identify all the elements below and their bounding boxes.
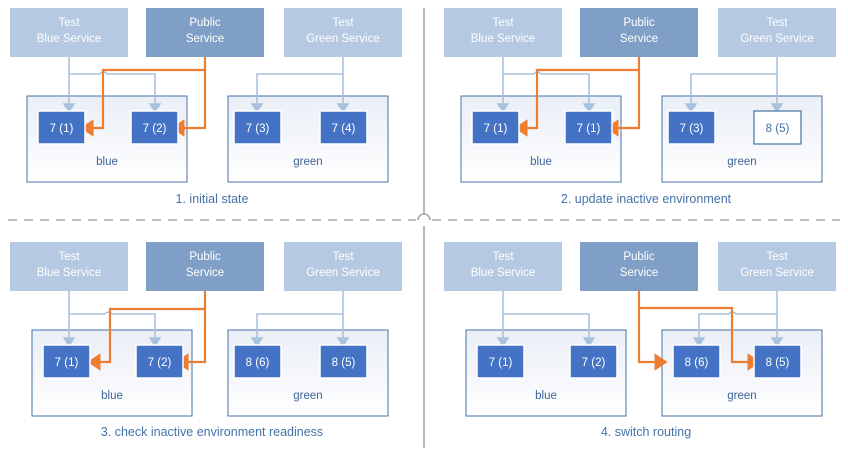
panel-caption: 4. switch routing <box>601 425 691 439</box>
route-test-green <box>692 291 784 347</box>
service-label-line2: Blue Service <box>37 33 102 45</box>
service-label-line2: Service <box>186 267 224 279</box>
version-instance: 8 (5) <box>319 344 368 379</box>
service-label-line1: Test <box>332 251 354 263</box>
route-public-traffic <box>87 291 207 371</box>
version-label: 7 (1) <box>484 123 508 135</box>
version-instance-pending: 8 (5) <box>753 110 802 145</box>
route-test-blue <box>496 291 596 347</box>
service-label-line1: Test <box>58 17 80 29</box>
service-label-line2: Green Service <box>306 267 380 279</box>
panel-update-inactive-environment: Test Blue Service Public Service Test Gr… <box>424 0 848 228</box>
service-box-test-blue: Test Blue Service <box>10 242 128 291</box>
version-label: 7 (3) <box>680 123 704 135</box>
version-label: 8 (5) <box>766 123 790 135</box>
version-instance: 7 (1) <box>37 110 86 145</box>
version-label: 7 (2) <box>143 123 167 135</box>
service-box-test-blue: Test Blue Service <box>444 8 562 57</box>
version-instance: 7 (1) <box>564 110 613 145</box>
version-label: 7 (1) <box>50 123 74 135</box>
service-label-line1: Test <box>332 17 354 29</box>
service-box-test-blue: Test Blue Service <box>444 242 562 291</box>
service-label-line2: Service <box>186 33 224 45</box>
environment-label: blue <box>96 156 118 168</box>
version-instance: 7 (1) <box>476 344 525 379</box>
service-label-line1: Public <box>189 17 221 29</box>
panel-caption: 1. initial state <box>176 192 249 206</box>
version-label: 7 (2) <box>582 357 606 369</box>
version-label: 8 (6) <box>246 357 270 369</box>
panel-caption: 2. update inactive environment <box>561 192 732 206</box>
service-label-line1: Test <box>766 251 788 263</box>
version-label: 7 (4) <box>332 123 356 135</box>
route-public-traffic <box>514 57 641 137</box>
panel-initial-state: Test Blue Service Public Service Test Gr… <box>0 0 424 228</box>
panel-switch-routing: Test Blue Service Public Service Test Gr… <box>424 228 848 456</box>
version-label: 7 (3) <box>246 123 270 135</box>
environment-label: green <box>727 390 756 402</box>
environment-label: blue <box>101 390 123 402</box>
route-test-green <box>684 57 784 113</box>
version-instance: 7 (2) <box>135 344 184 379</box>
service-label-line2: Green Service <box>740 267 814 279</box>
service-label-line2: Blue Service <box>471 33 536 45</box>
version-instance: 8 (5) <box>753 344 802 379</box>
version-instance: 7 (1) <box>471 110 520 145</box>
route-test-blue <box>496 57 596 113</box>
environment-label: blue <box>530 156 552 168</box>
route-test-blue <box>62 291 162 347</box>
route-public-traffic <box>637 291 761 371</box>
service-label-line1: Test <box>766 17 788 29</box>
service-box-public: Public Service <box>146 242 264 291</box>
service-label-line2: Service <box>620 267 658 279</box>
environment-label: green <box>727 156 756 168</box>
version-label: 7 (1) <box>55 357 79 369</box>
service-label-line1: Public <box>623 251 655 263</box>
route-test-green <box>250 291 350 347</box>
version-instance: 7 (3) <box>667 110 716 145</box>
version-label: 8 (6) <box>685 357 709 369</box>
service-box-public: Public Service <box>580 242 698 291</box>
version-instance: 8 (6) <box>233 344 282 379</box>
service-label-line1: Public <box>189 251 221 263</box>
version-instance: 7 (2) <box>130 110 179 145</box>
environment-label: blue <box>535 390 557 402</box>
service-box-public: Public Service <box>580 8 698 57</box>
version-label: 8 (5) <box>332 357 356 369</box>
environment-label: green <box>293 390 322 402</box>
service-label-line2: Blue Service <box>37 267 102 279</box>
service-box-public: Public Service <box>146 8 264 57</box>
version-label: 8 (5) <box>766 357 790 369</box>
route-test-blue <box>62 57 162 113</box>
service-label-line1: Test <box>58 251 80 263</box>
version-label: 7 (2) <box>148 357 172 369</box>
service-label-line2: Service <box>620 33 658 45</box>
version-instance: 7 (1) <box>42 344 91 379</box>
service-box-test-green: Test Green Service <box>284 8 402 57</box>
service-box-test-green: Test Green Service <box>718 8 836 57</box>
service-label-line2: Green Service <box>740 33 814 45</box>
version-instance: 7 (3) <box>233 110 282 145</box>
service-box-test-blue: Test Blue Service <box>10 8 128 57</box>
version-instance: 7 (2) <box>569 344 618 379</box>
service-box-test-green: Test Green Service <box>284 242 402 291</box>
service-label-line2: Blue Service <box>471 267 536 279</box>
panel-caption: 3. check inactive environment readiness <box>101 425 323 439</box>
route-test-green <box>250 57 350 113</box>
environment-label: green <box>293 156 322 168</box>
service-label-line1: Public <box>623 17 655 29</box>
service-label-line2: Green Service <box>306 33 380 45</box>
version-instance: 8 (6) <box>672 344 721 379</box>
panel-check-inactive-environment-readiness: Test Blue Service Public Service Test Gr… <box>0 228 424 456</box>
version-label: 7 (1) <box>577 123 601 135</box>
service-box-test-green: Test Green Service <box>718 242 836 291</box>
version-instance: 7 (4) <box>319 110 368 145</box>
service-label-line1: Test <box>492 251 514 263</box>
route-public-traffic <box>80 57 207 137</box>
service-label-line1: Test <box>492 17 514 29</box>
version-label: 7 (1) <box>489 357 513 369</box>
